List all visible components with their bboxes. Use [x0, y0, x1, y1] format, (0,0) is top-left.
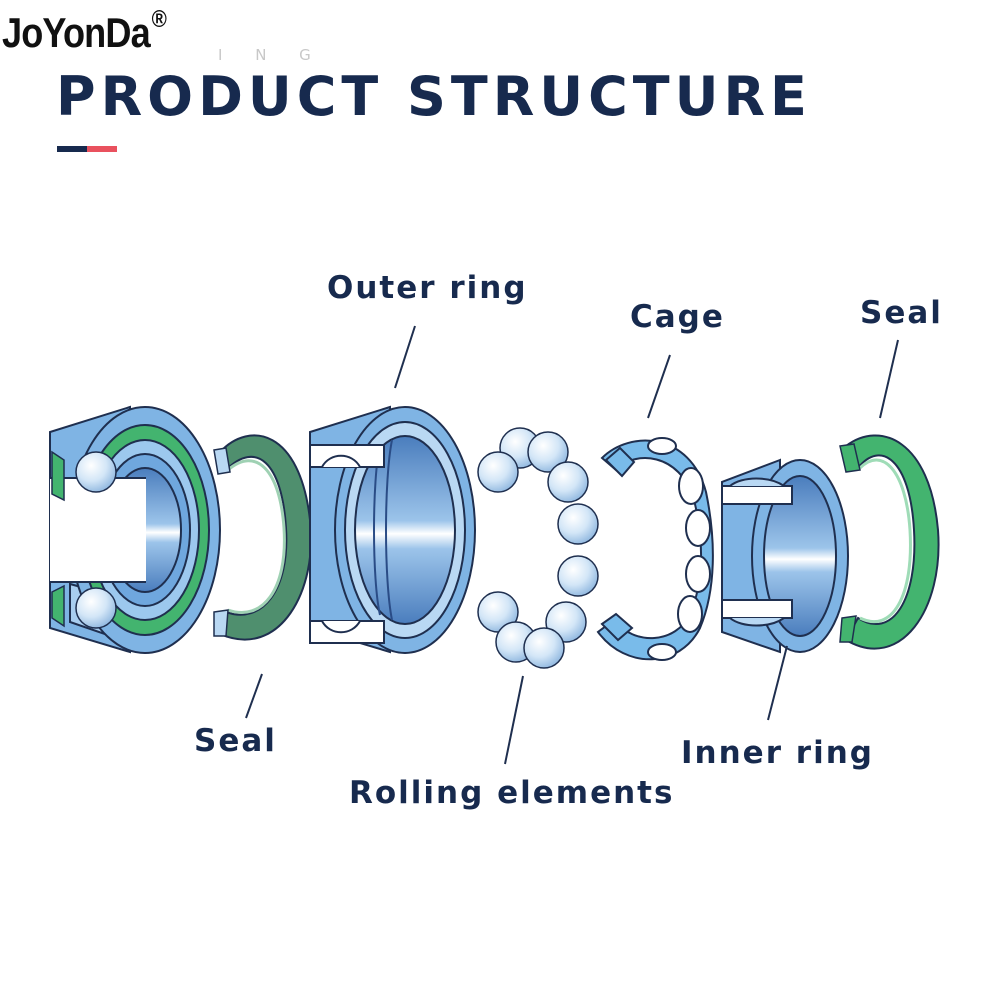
leader-outer-ring: [394, 325, 416, 389]
label-inner-ring: Inner ring: [681, 735, 874, 771]
title-accent-navy: [57, 146, 87, 152]
ball: [557, 503, 599, 545]
ball: [477, 451, 519, 493]
seal-right-part: [839, 434, 940, 650]
brand-name: JoYonDa: [2, 9, 151, 56]
assembled-ball-top: [75, 451, 117, 493]
brand-logo: JoYonDa®: [2, 8, 167, 56]
outer-ring-raceway: [354, 435, 456, 625]
ball: [523, 627, 565, 669]
inner-ring-part: [721, 458, 849, 654]
assembled-ball-bottom: [75, 587, 117, 629]
label-outer-ring: Outer ring: [327, 270, 528, 306]
leader-inner-ring: [767, 645, 788, 721]
page-title: PRODUCT STRUCTURE: [56, 65, 812, 128]
rolling-elements-part: [477, 427, 599, 669]
leader-seal-right: [879, 339, 899, 419]
leader-seal-left: [245, 673, 263, 719]
leader-cage: [647, 354, 671, 419]
label-seal-left: Seal: [194, 723, 277, 759]
seal-left-part: [213, 434, 312, 641]
ball: [547, 461, 589, 503]
outer-ring-part: [309, 405, 476, 654]
registered-mark: ®: [151, 6, 167, 33]
ball: [557, 555, 599, 597]
label-rolling-elements: Rolling elements: [349, 775, 675, 811]
assembled-bearing: [49, 405, 221, 654]
leader-rolling-elements: [504, 675, 524, 765]
label-seal-right: Seal: [860, 295, 943, 331]
brand-faded-text: I N G: [218, 46, 325, 64]
cage-part: [596, 437, 714, 661]
label-cage: Cage: [630, 299, 725, 335]
inner-ring-bore: [763, 475, 837, 637]
ball: [527, 431, 569, 473]
title-accent-red: [87, 146, 117, 152]
